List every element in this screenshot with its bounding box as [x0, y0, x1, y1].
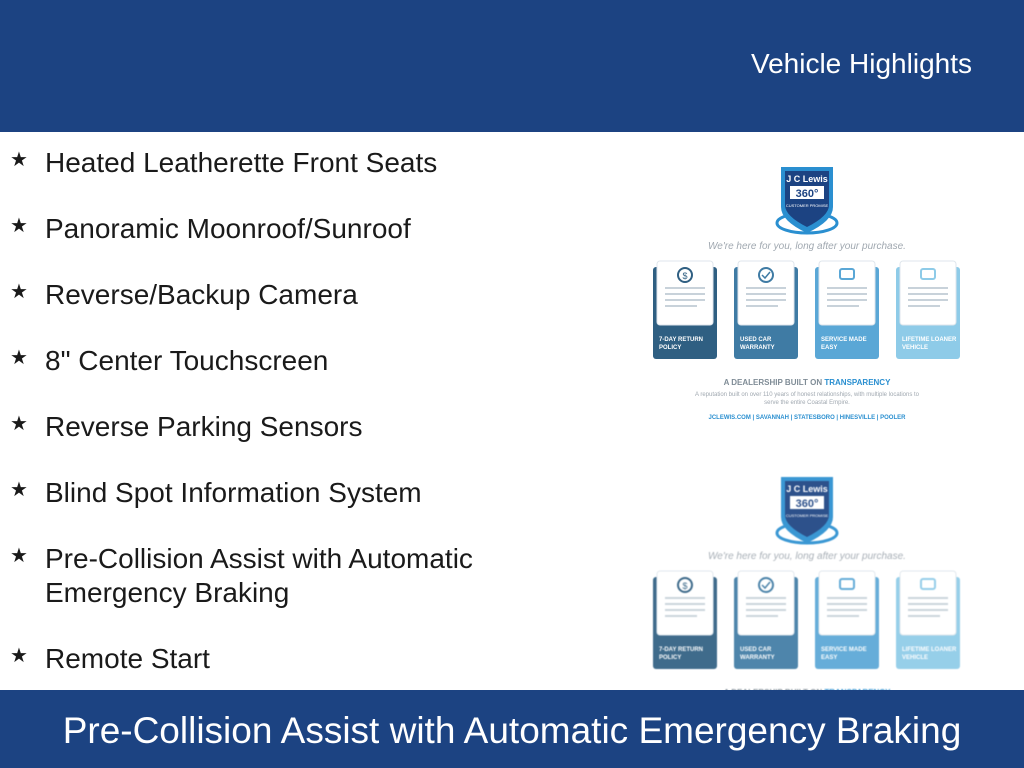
card-label: WARRANTY [740, 655, 775, 661]
feature-label: 8" Center Touchscreen [45, 345, 329, 376]
caption-text: Pre-Collision Assist with Automatic Emer… [62, 710, 962, 751]
card-label: USED CAR [740, 647, 772, 653]
feature-label: Reverse Parking Sensors [45, 411, 363, 442]
promo-image-2: J C Lewis 360° CUSTOMER PROMISE We're he… [645, 465, 970, 690]
badge-number: 360° [796, 188, 819, 200]
promo-image-1: J C Lewis 360° CUSTOMER PROMISE We're he… [645, 155, 970, 425]
card-label: 7-DAY RETURN [659, 647, 703, 653]
star-icon: ★ [10, 347, 28, 369]
feature-item: ★ Heated Leatherette Front Seats [10, 146, 530, 180]
card-label: LIFETIME LOANER [902, 647, 957, 653]
star-icon: ★ [10, 479, 28, 501]
promo-card: $ 7-DAY RETURN POLICY [653, 260, 717, 359]
card-label: EASY [821, 655, 837, 661]
caption-bar: Pre-Collision Assist with Automatic Emer… [0, 690, 1024, 768]
shield-logo-icon: J C Lewis 360° CUSTOMER PROMISE [775, 167, 839, 235]
card-label: VEHICLE [902, 345, 928, 351]
key-icon [920, 268, 936, 280]
check-icon [761, 271, 771, 280]
feature-label: Blind Spot Information System [45, 477, 422, 508]
promo-desc-line1: A reputation built on over 110 years of … [695, 392, 920, 398]
promo-heading-accent: TRANSPARENCY [824, 688, 891, 690]
card-label: POLICY [659, 655, 681, 661]
promo-card: LIFETIME LOANER VEHICLE [896, 570, 960, 669]
feature-item: ★ Reverse/Backup Camera [10, 278, 530, 312]
promo-locations: JCLEWIS.COM | SAVANNAH | STATESBORO | HI… [709, 415, 907, 421]
card-label: VEHICLE [902, 655, 928, 661]
star-icon: ★ [10, 645, 28, 667]
star-icon: ★ [10, 215, 28, 237]
promo-tagline: We're here for you, long after your purc… [708, 551, 906, 562]
promo-graphic: J C Lewis 360° CUSTOMER PROMISE We're he… [653, 477, 960, 690]
check-icon [761, 581, 771, 590]
dollar-icon: $ [682, 271, 687, 281]
card-label: POLICY [659, 345, 681, 351]
feature-item: ★ Pre-Collision Assist with Automatic Eme… [10, 542, 530, 610]
promo-card: USED CAR WARRANTY [734, 570, 798, 669]
page-title: Vehicle Highlights [750, 48, 972, 79]
feature-item: ★ 8" Center Touchscreen [10, 344, 530, 378]
card-label: SERVICE MADE [821, 337, 867, 343]
feature-item: ★ Panoramic Moonroof/Sunroof [10, 212, 530, 246]
feature-item: ★ Blind Spot Information System [10, 476, 530, 510]
badge-sub: CUSTOMER PROMISE [786, 513, 829, 518]
promo-card: USED CAR WARRANTY [734, 260, 798, 359]
shield-logo-icon: J C Lewis 360° CUSTOMER PROMISE [775, 477, 839, 545]
promo-heading-text: A DEALERSHIP BUILT ON [724, 378, 823, 387]
promo-card: SERVICE MADE EASY [815, 570, 879, 669]
badge-brand: J C Lewis [786, 174, 828, 184]
promo-heading-accent: TRANSPARENCY [824, 378, 891, 387]
card-label: WARRANTY [740, 345, 775, 351]
promo-heading: A DEALERSHIP BUILT ON TRANSPARENCY [724, 378, 892, 387]
card-label: SERVICE MADE [821, 647, 867, 653]
star-icon: ★ [10, 545, 28, 567]
feature-label: Remote Start [45, 643, 210, 674]
card-label: USED CAR [740, 337, 772, 343]
promo-graphic: J C Lewis 360° CUSTOMER PROMISE We're he… [653, 167, 960, 421]
star-icon: ★ [10, 281, 28, 303]
feature-label: Panoramic Moonroof/Sunroof [45, 213, 411, 244]
feature-list: ★ Heated Leatherette Front Seats ★ Panoram… [10, 146, 530, 708]
card-label: 7-DAY RETURN [659, 337, 703, 343]
star-icon: ★ [10, 413, 28, 435]
car-icon [839, 578, 855, 590]
header-bar: Vehicle Highlights [0, 0, 1024, 132]
card-label: EASY [821, 345, 837, 351]
car-icon [839, 268, 855, 280]
feature-label: Heated Leatherette Front Seats [45, 147, 438, 178]
promo-card: SERVICE MADE EASY [815, 260, 879, 359]
badge-number: 360° [796, 498, 819, 510]
promo-card: $ 7-DAY RETURN POLICY [653, 570, 717, 669]
feature-label: Pre-Collision Assist with Automatic Emer… [45, 543, 473, 608]
promo-desc-line2: serve the entire Coastal Empire. [764, 400, 850, 406]
feature-item: ★ Reverse Parking Sensors [10, 410, 530, 444]
dollar-icon: $ [682, 581, 687, 591]
badge-sub: CUSTOMER PROMISE [786, 203, 829, 208]
key-icon [920, 578, 936, 590]
promo-tagline: We're here for you, long after your purc… [708, 241, 906, 252]
card-label: LIFETIME LOANER [902, 337, 957, 343]
feature-label: Reverse/Backup Camera [45, 279, 358, 310]
promo-heading-text: A DEALERSHIP BUILT ON [724, 688, 823, 690]
badge-brand: J C Lewis [786, 484, 828, 494]
feature-item: ★ Remote Start [10, 642, 530, 676]
promo-heading: A DEALERSHIP BUILT ON TRANSPARENCY [724, 688, 892, 690]
star-icon: ★ [10, 149, 28, 171]
promo-card: LIFETIME LOANER VEHICLE [896, 260, 960, 359]
